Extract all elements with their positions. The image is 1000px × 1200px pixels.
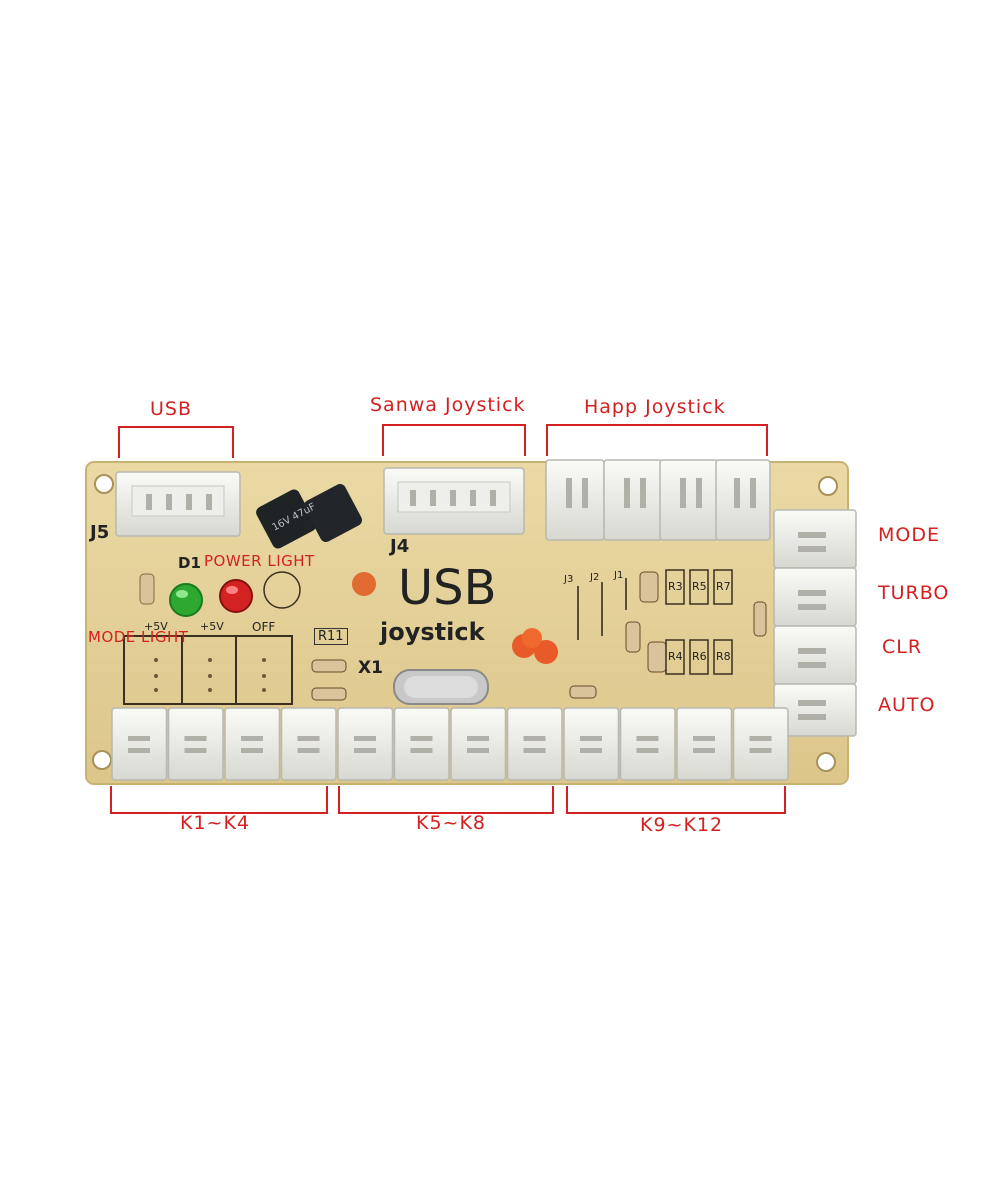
- bracket-k5-k8: [338, 786, 554, 814]
- label-x1: X1: [358, 658, 383, 678]
- button-connector: [563, 707, 620, 781]
- button-connector: [619, 707, 676, 781]
- callout-mode: MODE: [878, 524, 940, 546]
- electrolytic-capacitors: 16V 47uF: [256, 484, 362, 549]
- button-connectors: [111, 707, 789, 781]
- mounting-hole: [94, 474, 114, 494]
- label-j4: J4: [390, 536, 410, 557]
- ceramic-capacitor: [522, 628, 542, 648]
- side-connectors: [773, 509, 857, 737]
- label-r8: R8: [716, 650, 731, 663]
- mounting-hole: [92, 750, 112, 770]
- callout-k5-k8: K5~K8: [416, 812, 487, 834]
- button-connector: [450, 707, 507, 781]
- button-connector: [337, 707, 394, 781]
- board-title: USB: [398, 560, 497, 616]
- button-connector: [280, 707, 337, 781]
- bracket-k9-k12: [566, 786, 786, 814]
- resistors: [139, 569, 767, 701]
- callout-happ: Happ Joystick: [584, 396, 726, 418]
- bracket-sanwa: [382, 424, 526, 456]
- callout-clr: CLR: [882, 636, 923, 658]
- button-connector: [393, 707, 450, 781]
- label-j3: J3: [564, 574, 574, 585]
- button-connector: [111, 707, 168, 781]
- button-connector: [732, 707, 789, 781]
- label-d1: D1: [178, 554, 201, 572]
- callout-sanwa: Sanwa Joystick: [370, 394, 526, 416]
- bracket-usb: [118, 426, 234, 458]
- callout-turbo: TURBO: [878, 582, 950, 604]
- board-subtitle: joystick: [380, 618, 485, 646]
- button-connector: [506, 707, 563, 781]
- ceramic-capacitor: [534, 640, 558, 664]
- callout-k1-k4: K1~K4: [180, 812, 251, 834]
- label-j1: J1: [614, 570, 624, 581]
- mode-led: [169, 583, 203, 617]
- callout-auto: AUTO: [878, 694, 936, 716]
- power-light-label: POWER LIGHT: [204, 552, 315, 570]
- label-r7: R7: [716, 580, 731, 593]
- button-connector: [224, 707, 281, 781]
- callout-usb: USB: [150, 398, 193, 420]
- label-5v-a: +5V: [144, 620, 168, 633]
- button-connector: [676, 707, 733, 781]
- power-led: [219, 579, 253, 613]
- label-off: OFF: [252, 620, 276, 634]
- bracket-happ: [546, 424, 768, 456]
- happ-connectors: [545, 459, 771, 541]
- callout-k9-k12: K9~K12: [640, 814, 724, 836]
- mounting-hole: [816, 752, 836, 772]
- label-r5: R5: [692, 580, 707, 593]
- button-connector: [167, 707, 224, 781]
- jumper-markings: [577, 578, 627, 640]
- sanwa-connector: [383, 467, 525, 535]
- label-r6: R6: [692, 650, 707, 663]
- label-j2: J2: [590, 572, 600, 583]
- usb-connector: [115, 471, 241, 537]
- mounting-hole: [818, 476, 838, 496]
- bracket-k1-k4: [110, 786, 328, 814]
- label-r11: R11: [314, 628, 348, 645]
- mode-light-label: MODE LIGHT: [88, 628, 189, 646]
- label-j5: J5: [90, 522, 110, 543]
- label-r3: R3: [668, 580, 683, 593]
- ceramic-capacitor: [352, 572, 376, 596]
- label-5v-b: +5V: [200, 620, 224, 633]
- label-r4: R4: [668, 650, 683, 663]
